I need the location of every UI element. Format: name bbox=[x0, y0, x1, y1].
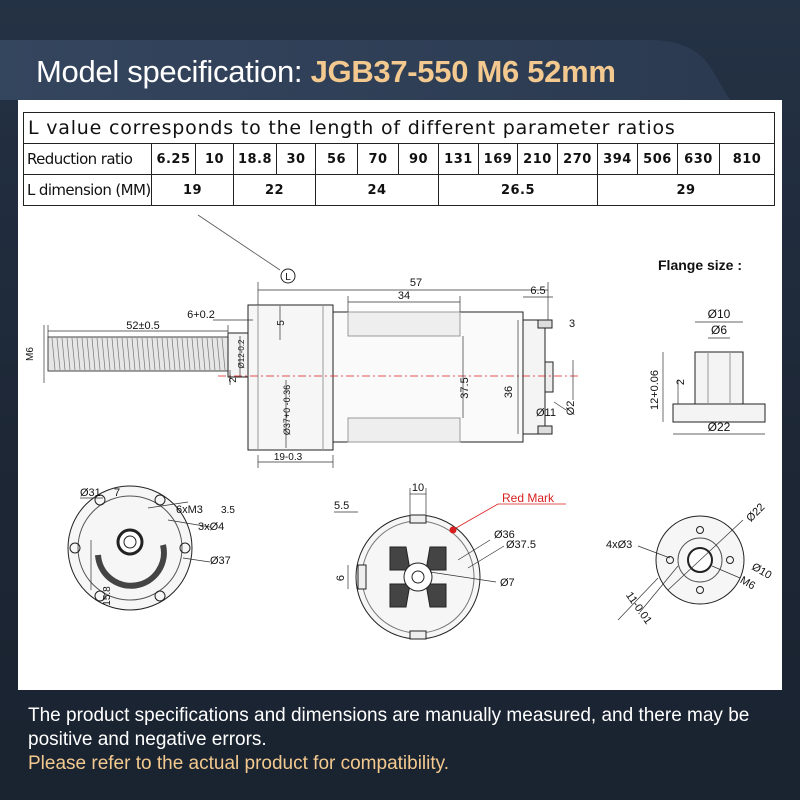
front-view bbox=[67, 485, 193, 611]
technical-drawing: L bbox=[25, 214, 774, 640]
rear-d10: 10 bbox=[412, 482, 424, 494]
compatibility-line: Please refer to the actual product for c… bbox=[28, 753, 450, 774]
footer-note: The product specifications and dimension… bbox=[28, 704, 788, 776]
dim-37-5: 37.5 bbox=[459, 377, 471, 398]
l-dimension-cell: 19 bbox=[151, 174, 234, 206]
red-mark-leader bbox=[455, 503, 499, 529]
front-d31: Ø31 bbox=[80, 487, 101, 499]
dim-o2: Ø2 bbox=[565, 401, 577, 416]
flange-d2: 2 bbox=[675, 379, 687, 385]
flange-d6: Ø6 bbox=[711, 323, 727, 337]
threaded-shaft bbox=[47, 336, 229, 372]
ratio-cell: 506 bbox=[637, 143, 678, 175]
flange-dimensions bbox=[662, 321, 765, 435]
ratio-cell: 10 bbox=[195, 143, 234, 175]
hub-d11: 11-0.01 bbox=[623, 590, 654, 627]
l-dimension-cell: 26.5 bbox=[438, 174, 598, 206]
hub-dimensions bbox=[617, 519, 744, 621]
ratio-cell: 169 bbox=[478, 143, 518, 175]
l-marker: L bbox=[285, 272, 291, 283]
side-view bbox=[47, 304, 554, 451]
ratio-table: L value corresponds to the length of dif… bbox=[22, 112, 776, 206]
rear-d6: 6 bbox=[335, 575, 347, 581]
l-dimension-label: L dimension (MM) bbox=[23, 174, 152, 206]
spec-panel: L value corresponds to the length of dif… bbox=[18, 100, 782, 690]
flange-d10: Ø10 bbox=[708, 307, 731, 321]
front-d15-8: 15.8 bbox=[102, 586, 113, 606]
hub-d22: Ø22 bbox=[744, 501, 767, 524]
dim-57: 57 bbox=[410, 277, 422, 289]
flange-d22: Ø22 bbox=[708, 420, 731, 434]
ratio-cell: 270 bbox=[557, 143, 598, 175]
rear-d7: Ø7 bbox=[500, 577, 515, 589]
red-mark-label: Red Mark bbox=[502, 491, 555, 505]
front-d7: 7 bbox=[114, 487, 120, 499]
flange-title: Flange size : bbox=[658, 257, 742, 273]
ratio-cell: 90 bbox=[398, 143, 439, 175]
thread-lines bbox=[51, 337, 226, 371]
l-dimension-cell: 29 bbox=[596, 174, 776, 206]
ratio-cell: 30 bbox=[276, 143, 316, 175]
rear-dimensions bbox=[334, 488, 505, 589]
gearbox-body bbox=[247, 304, 334, 451]
side-dimensions bbox=[43, 282, 574, 468]
front-m3: 6xM3 bbox=[176, 504, 203, 516]
l-marker-circle bbox=[280, 268, 296, 284]
rear-d36: Ø36 bbox=[494, 529, 515, 541]
rear-d37-5: Ø37.5 bbox=[506, 539, 536, 551]
dim-3: 3 bbox=[569, 318, 575, 330]
header: Model specification: JGB37-550 M6 52mm bbox=[0, 0, 800, 100]
dim-52: 52±0.5 bbox=[126, 320, 160, 332]
ratio-cell: 56 bbox=[315, 143, 358, 175]
front-dimensions bbox=[80, 497, 211, 590]
front-m3-depth: 3.5 bbox=[221, 505, 235, 516]
dim-5: 5 bbox=[276, 320, 287, 326]
flange-d12: 12+0.06 bbox=[649, 370, 661, 410]
rear-d5-5: 5.5 bbox=[334, 500, 349, 512]
l-leader-line bbox=[197, 214, 281, 271]
flange-view bbox=[672, 351, 766, 423]
dim-2: 2 bbox=[228, 377, 239, 383]
dim-m6: M6 bbox=[25, 347, 36, 361]
ratio-cell: 18.8 bbox=[233, 143, 277, 175]
page-title: Model specification: JGB37-550 M6 52mm bbox=[36, 54, 616, 90]
model-name: JGB37-550 M6 52mm bbox=[310, 54, 616, 89]
dim-36: 36 bbox=[503, 386, 515, 398]
red-mark-dot bbox=[449, 526, 457, 534]
dim-37-36: Ø37+0 -0.36 bbox=[282, 385, 292, 435]
dim-6-5: 6.5 bbox=[530, 285, 545, 297]
dim-12: Ø12-0.2 bbox=[237, 339, 246, 368]
front-d37: Ø37 bbox=[210, 555, 231, 567]
title-prefix: Model specification: bbox=[36, 54, 311, 89]
dim-19: 19-0.3 bbox=[274, 452, 303, 463]
front-d4: 3xØ4 bbox=[198, 521, 224, 533]
disclaimer-line: The product specifications and dimension… bbox=[28, 705, 750, 750]
hub-d3: 4xØ3 bbox=[606, 539, 632, 551]
dim-34: 34 bbox=[398, 290, 410, 302]
dim-6-0-2: 6+0.2 bbox=[187, 309, 215, 321]
dim-11: Ø11 bbox=[536, 407, 556, 419]
header-banner-shape bbox=[0, 40, 730, 100]
l-dimension-cell: 24 bbox=[315, 174, 439, 206]
ratio-cell: 810 bbox=[718, 143, 776, 175]
rear-view bbox=[355, 514, 481, 640]
